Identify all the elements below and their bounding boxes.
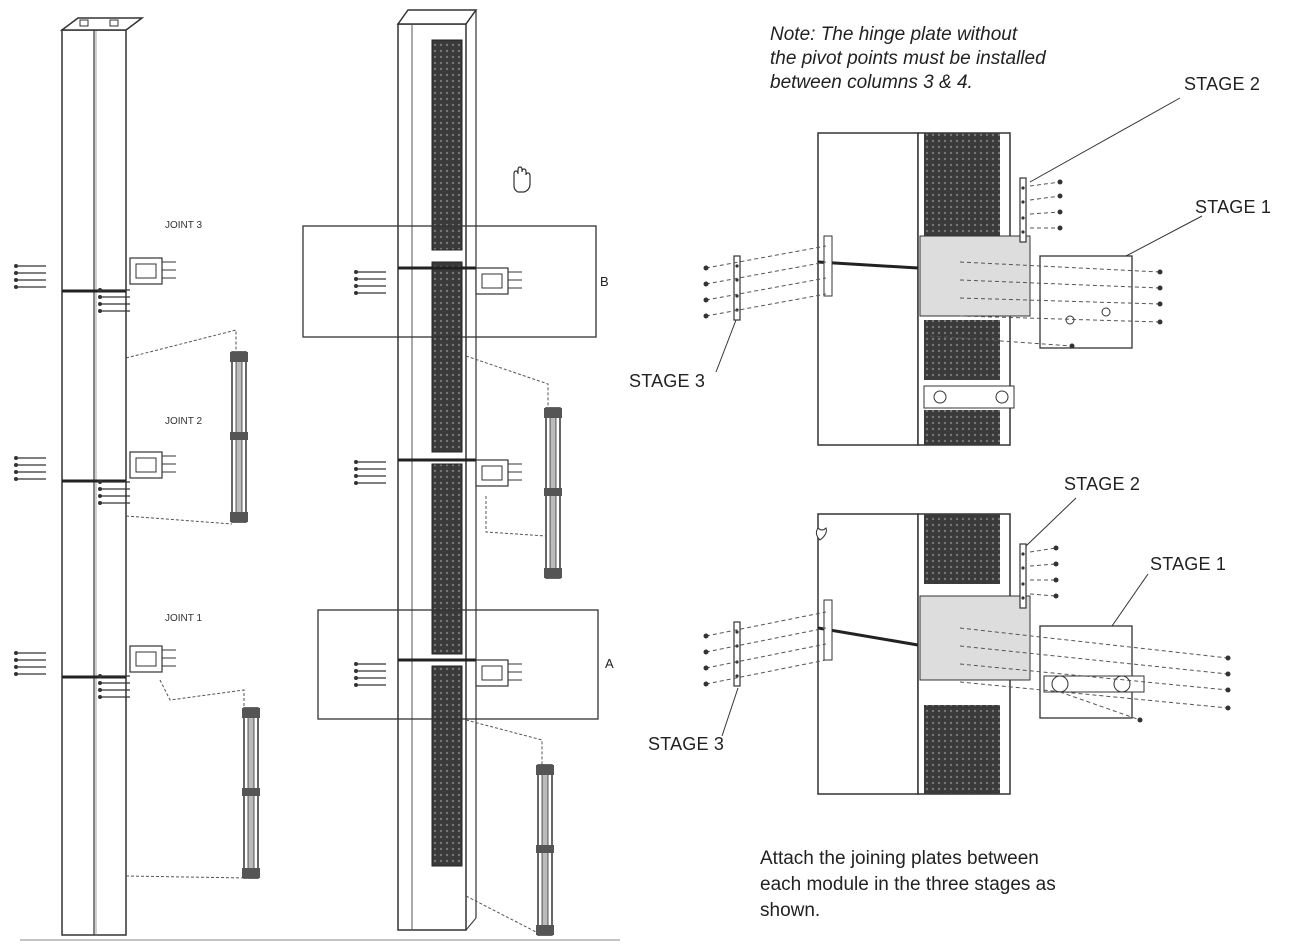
instruction-text: Attach the joining plates between each m…	[760, 848, 1056, 921]
bottom-stage-3-label: STAGE 3	[648, 734, 725, 754]
bottom-stage-1-label: STAGE 1	[1150, 554, 1227, 574]
top-stage-3-label: STAGE 3	[629, 371, 706, 391]
detail-b-label: B	[600, 274, 609, 289]
small-hand-icon	[815, 527, 827, 541]
detail-bottom-drawing	[703, 497, 1231, 795]
top-stage-1-label: STAGE 1	[1195, 197, 1272, 217]
hand-cursor-icon	[513, 166, 531, 193]
middle-column	[302, 9, 599, 936]
detail-a-label: A	[605, 656, 614, 671]
joint-2-label: JOINT 2	[165, 416, 203, 427]
top-stage-2-label: STAGE 2	[1184, 74, 1261, 94]
bottom-stage-2-label: STAGE 2	[1064, 474, 1141, 494]
left-column	[13, 17, 261, 936]
detail-box-b	[302, 225, 597, 338]
detail-box-a	[317, 609, 599, 720]
detail-top-drawing	[703, 97, 1203, 446]
hinge-note: Note: The hinge plate without the pivot …	[770, 24, 1046, 93]
joint-1-label: JOINT 1	[165, 613, 203, 624]
joint-3-label: JOINT 3	[165, 220, 203, 231]
